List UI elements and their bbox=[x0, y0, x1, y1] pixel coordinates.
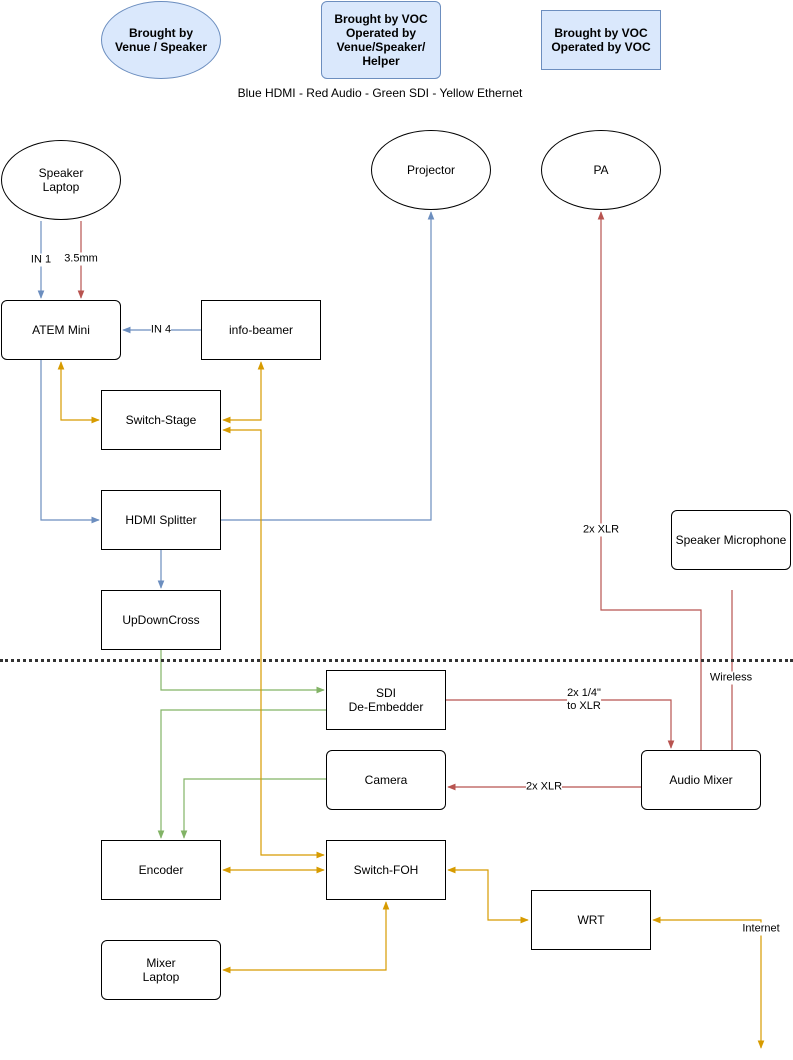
pa-node: PA bbox=[541, 130, 661, 210]
info-beamer-node: info-beamer bbox=[201, 300, 321, 360]
switch-foh-node: Switch-FOH bbox=[326, 840, 446, 900]
speaker-microphone-node: Speaker Microphone bbox=[671, 510, 791, 570]
label-in-4: IN 4 bbox=[150, 323, 172, 337]
label-in-1: IN 1 bbox=[30, 253, 52, 267]
atem-mini-node: ATEM Mini bbox=[1, 300, 121, 360]
mixer-laptop-node: Mixer Laptop bbox=[101, 940, 221, 1000]
switch-stage-node: Switch-Stage bbox=[101, 390, 221, 450]
updowncross-node: UpDownCross bbox=[101, 590, 221, 650]
label-quarter-inch-to-xlr: 2x 1/4" to XLR bbox=[567, 687, 601, 713]
edge-mixer-to-pa bbox=[597, 211, 702, 750]
legend-venue-speaker: Brought by Venue / Speaker bbox=[101, 1, 221, 79]
speaker-laptop-node: Speaker Laptop bbox=[1, 140, 121, 220]
audio-mixer-node: Audio Mixer bbox=[641, 750, 761, 810]
legend-voc-operated-by-venue: Brought by VOC Operated by Venue/Speaker… bbox=[321, 1, 441, 79]
label-xlr-to-pa: 2x XLR bbox=[582, 523, 620, 537]
legend-color-caption: Blue HDMI - Red Audio - Green SDI - Yell… bbox=[237, 86, 523, 100]
label-internet: Internet bbox=[742, 922, 780, 936]
edge-atem-to-switchstage bbox=[57, 361, 100, 424]
projector-node: Projector bbox=[371, 130, 491, 210]
label-xlr-to-camera: 2x XLR bbox=[525, 780, 563, 794]
edge-switchfoh-to-mixerlaptop bbox=[222, 901, 390, 974]
edge-infobeamer-to-switchstage bbox=[222, 361, 265, 424]
edge-camera-to-encoder bbox=[180, 778, 326, 839]
edge-switchfoh-to-wrt bbox=[447, 866, 529, 924]
edge-deembedder-to-mixer bbox=[446, 699, 675, 749]
encoder-node: Encoder bbox=[101, 840, 221, 900]
sdi-deembedder-node: SDI De-Embedder bbox=[326, 670, 446, 730]
hdmi-splitter-node: HDMI Splitter bbox=[101, 490, 221, 550]
legend-voc-operated-by-voc: Brought by VOC Operated by VOC bbox=[541, 10, 661, 70]
stage-foh-divider bbox=[0, 659, 793, 662]
edge-switchstage-to-switchfoh bbox=[222, 426, 325, 859]
wrt-node: WRT bbox=[531, 890, 651, 950]
edge-splitter-to-projector bbox=[221, 211, 435, 521]
edge-wrt-to-internet bbox=[652, 916, 765, 1049]
camera-node: Camera bbox=[326, 750, 446, 810]
edge-deembedder-to-encoder bbox=[157, 709, 326, 839]
edge-updowncross-to-deembedder bbox=[160, 650, 325, 694]
label-wireless: Wireless bbox=[709, 671, 753, 685]
edge-atem-to-splitter bbox=[40, 360, 100, 524]
label-3-5mm: 3.5mm bbox=[64, 252, 98, 266]
